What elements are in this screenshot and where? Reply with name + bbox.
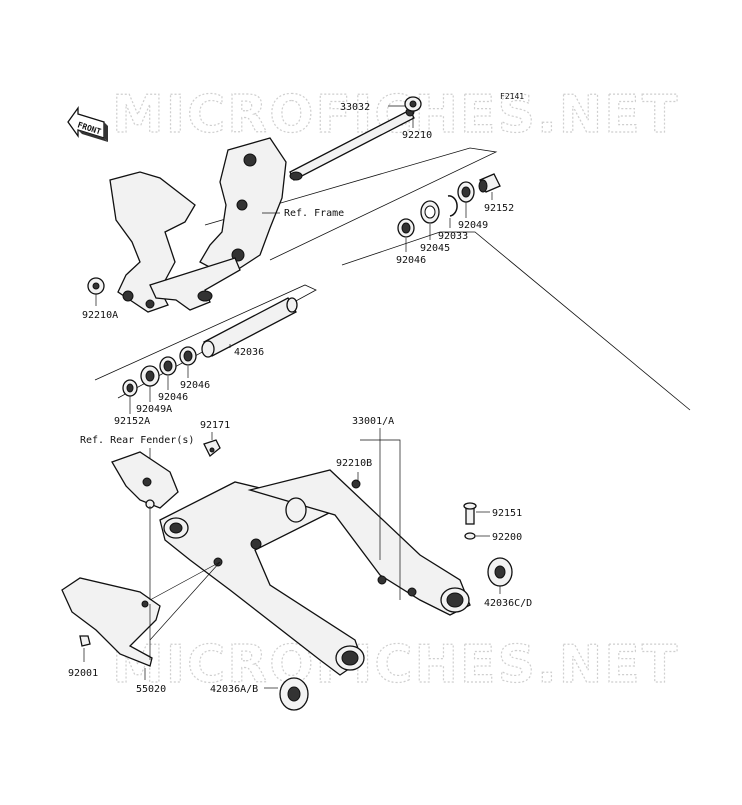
label-92046-a: 92046 bbox=[180, 380, 210, 391]
label-55020: 55020 bbox=[136, 684, 166, 695]
label-33032: 33032 bbox=[340, 102, 370, 113]
chain-guard-55020 bbox=[61, 577, 161, 667]
label-ref-frame: Ref. Frame bbox=[284, 208, 344, 219]
label-92171: 92171 bbox=[200, 420, 230, 431]
label-92033: 92033 bbox=[438, 231, 468, 242]
bush-42036cd bbox=[487, 557, 513, 587]
front-arrow-icon: FRONT bbox=[67, 105, 108, 142]
label-92049a: 92049A bbox=[136, 404, 172, 415]
label-33001a: 33001/A bbox=[352, 416, 394, 427]
label-92210b: 92210B bbox=[336, 458, 372, 469]
sleeve-92152 bbox=[478, 173, 501, 193]
label-ref-rear-fender: Ref. Rear Fender(s) bbox=[80, 435, 194, 446]
seal-92049 bbox=[457, 181, 475, 203]
leader-lines bbox=[83, 105, 501, 689]
reference-plane-right bbox=[341, 231, 691, 411]
label-92046-top: 92046 bbox=[396, 255, 426, 266]
label-92045: 92045 bbox=[420, 243, 450, 254]
rear-fender-bracket bbox=[111, 451, 179, 509]
pivot-shaft-33032 bbox=[289, 107, 415, 181]
nut-92210a bbox=[87, 277, 105, 295]
label-92046-b: 92046 bbox=[158, 392, 188, 403]
frame-bracket-left bbox=[109, 171, 196, 313]
circlip-92033 bbox=[447, 195, 458, 217]
collar-42036 bbox=[201, 297, 298, 358]
bearing-92046-right bbox=[397, 218, 415, 238]
bearing-92045 bbox=[420, 200, 440, 224]
label-92200: 92200 bbox=[492, 532, 522, 543]
washer-92200 bbox=[464, 532, 476, 540]
bush-42036ab bbox=[279, 677, 309, 711]
figure-code: F2141 bbox=[500, 92, 524, 101]
label-92049: 92049 bbox=[458, 220, 488, 231]
label-92152: 92152 bbox=[484, 203, 514, 214]
label-42036ab: 42036A/B bbox=[210, 684, 258, 695]
seal-92049a bbox=[140, 365, 160, 387]
frame-cross-member bbox=[149, 257, 241, 311]
label-92210: 92210 bbox=[402, 130, 432, 141]
label-92151: 92151 bbox=[492, 508, 522, 519]
nut-92210 bbox=[404, 96, 422, 112]
sleeve-92152a bbox=[122, 379, 138, 397]
bolt-92210b bbox=[351, 479, 361, 489]
bolt-92001 bbox=[79, 635, 91, 647]
bolt-92151 bbox=[463, 502, 477, 525]
label-42036: 42036 bbox=[234, 347, 264, 358]
swingarm-33001 bbox=[159, 469, 471, 676]
watermark-top: MICROFICHES.NET bbox=[112, 85, 679, 145]
label-92210a: 92210A bbox=[82, 310, 118, 321]
frame-bracket-right bbox=[199, 137, 287, 271]
bearing-92046-left-a bbox=[159, 356, 177, 376]
label-92001: 92001 bbox=[68, 668, 98, 679]
reference-plane-upper bbox=[204, 147, 498, 261]
clip-92171 bbox=[203, 439, 221, 458]
bearing-92046-left-b bbox=[179, 346, 197, 366]
label-42036cd: 42036C/D bbox=[484, 598, 532, 609]
label-92152a: 92152A bbox=[114, 416, 150, 427]
watermark-bottom: MICROFICHES.NET bbox=[112, 635, 679, 695]
